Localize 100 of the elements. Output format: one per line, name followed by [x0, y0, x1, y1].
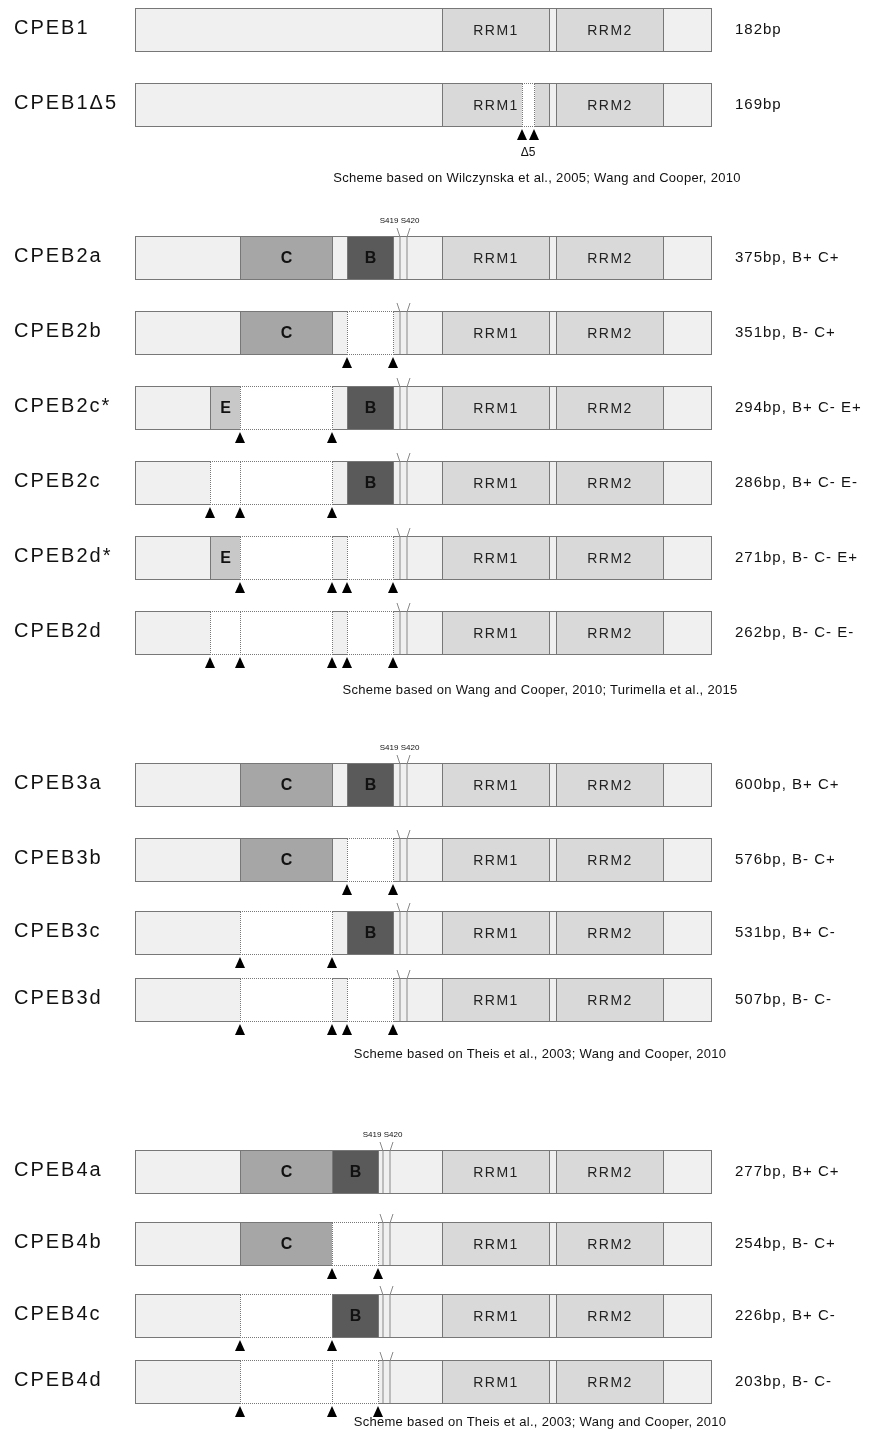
domain-box — [556, 461, 664, 505]
domain-box — [332, 1150, 379, 1194]
deleted-region — [347, 311, 394, 355]
deleted-region — [210, 461, 241, 505]
domain-box — [556, 236, 664, 280]
protein-bar — [135, 1360, 712, 1404]
source-note: Scheme based on Wang and Cooper, 2010; Turimella et al., 2015 — [342, 682, 738, 697]
domain-box — [556, 1360, 664, 1404]
deleted-region — [240, 461, 333, 505]
isoform-name: CPEB3d — [14, 986, 103, 1009]
source-note: Scheme based on Theis et al., 2003; Wang and Cooper, 2010 — [353, 1046, 727, 1061]
domain-box — [210, 386, 241, 430]
domain-box — [442, 978, 550, 1022]
domain-label: RRM2 — [587, 22, 633, 38]
domain-box — [556, 763, 664, 807]
isoform-name: CPEB3a — [14, 771, 103, 794]
domain-label: RRM2 — [587, 1308, 633, 1324]
domain-label: C — [280, 1235, 293, 1253]
domain-box — [442, 611, 550, 655]
domain-label: RRM2 — [587, 97, 633, 113]
domain-box — [556, 83, 664, 127]
isoform-size: 254bp, B- C+ — [735, 1234, 836, 1251]
site-label: S419 — [379, 743, 399, 752]
site-label: S419 — [362, 1130, 382, 1139]
domain-box — [556, 1222, 664, 1266]
domain-label: RRM2 — [587, 325, 633, 341]
domain-label: C — [280, 324, 293, 342]
deleted-region — [522, 83, 535, 127]
domain-box — [442, 386, 550, 430]
domain-box — [556, 1150, 664, 1194]
domain-label: RRM2 — [587, 852, 633, 868]
domain-label: C — [280, 1163, 293, 1181]
domain-label: RRM1 — [473, 852, 519, 868]
protein-bar — [135, 1294, 712, 1338]
domain-label: B — [364, 776, 377, 794]
isoform-size: 286bp, B+ C- E- — [735, 473, 858, 490]
protein-bar — [135, 611, 712, 655]
domain-label: B — [349, 1163, 362, 1181]
domain-box — [556, 838, 664, 882]
isoform-size: 271bp, B- C- E+ — [735, 548, 858, 565]
domain-label: RRM2 — [587, 992, 633, 1008]
isoform-name: CPEB2d* — [14, 544, 113, 567]
domain-label: RRM2 — [587, 625, 633, 641]
isoform-size: 226bp, B+ C- — [735, 1306, 836, 1323]
domain-box — [347, 461, 394, 505]
domain-box — [442, 461, 550, 505]
domain-label: RRM1 — [473, 1164, 519, 1180]
domain-box — [442, 1294, 550, 1338]
isoform-size: 203bp, B- C- — [735, 1372, 833, 1389]
isoform-size: 169bp — [735, 95, 782, 112]
protein-bar — [135, 236, 712, 280]
isoform-size: 262bp, B- C- E- — [735, 623, 855, 640]
deleted-region — [240, 536, 333, 580]
domain-label: RRM1 — [473, 325, 519, 341]
domain-box — [442, 1150, 550, 1194]
domain-box — [240, 1150, 333, 1194]
isoform-name: CPEB4a — [14, 1158, 103, 1181]
domain-label: RRM2 — [587, 1236, 633, 1252]
domain-box — [332, 1294, 379, 1338]
domain-box — [347, 386, 394, 430]
isoform-size: 576bp, B- C+ — [735, 850, 836, 867]
deleted-region — [240, 611, 333, 655]
isoform-size: 531bp, B+ C- — [735, 923, 836, 940]
deleted-region — [347, 978, 394, 1022]
isoform-name: CPEB2b — [14, 319, 103, 342]
domain-box — [556, 8, 664, 52]
deleted-region — [240, 1360, 333, 1404]
domain-box — [240, 1222, 333, 1266]
isoform-size: 351bp, B- C+ — [735, 323, 836, 340]
domain-box — [240, 763, 333, 807]
domain-box — [240, 838, 333, 882]
deleted-region — [347, 536, 394, 580]
domain-label: B — [364, 249, 377, 267]
isoform-name: CPEB4b — [14, 1230, 103, 1253]
domain-label: B — [364, 924, 377, 942]
domain-box — [210, 536, 241, 580]
domain-box — [556, 386, 664, 430]
protein-bar — [135, 911, 712, 955]
domain-label: RRM2 — [587, 777, 633, 793]
domain-box — [442, 83, 550, 127]
site-label: S420 — [400, 743, 420, 752]
domain-label: E — [220, 549, 231, 567]
protein-bar — [135, 1150, 712, 1194]
domain-box — [347, 763, 394, 807]
protein-bar — [135, 386, 712, 430]
domain-label: C — [280, 776, 293, 794]
domain-box — [442, 236, 550, 280]
isoform-name: CPEB3b — [14, 846, 103, 869]
protein-bar — [135, 838, 712, 882]
domain-label: RRM1 — [473, 97, 519, 113]
isoform-name: CPEB4d — [14, 1368, 103, 1391]
domain-label: RRM2 — [587, 550, 633, 566]
domain-label: RRM1 — [473, 475, 519, 491]
protein-bar — [135, 8, 712, 52]
domain-box — [240, 236, 333, 280]
domain-label: RRM1 — [473, 992, 519, 1008]
domain-box — [556, 978, 664, 1022]
domain-box — [240, 311, 333, 355]
domain-label: RRM2 — [587, 1164, 633, 1180]
isoform-size: 182bp — [735, 20, 782, 37]
